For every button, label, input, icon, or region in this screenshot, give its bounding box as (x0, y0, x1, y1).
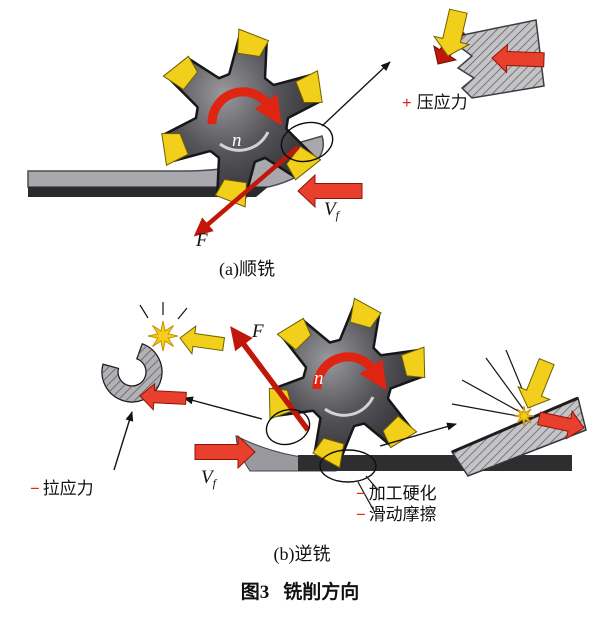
work-hardening-text: 加工硬化 (369, 484, 437, 503)
feed-label-b: Vf (201, 467, 218, 490)
sliding-friction-label: −滑动摩擦 (356, 505, 437, 524)
callout-pointer-b-right (379, 422, 457, 447)
panel-b-caption: (b)逆铣 (274, 544, 331, 565)
feed-arrow-b (194, 434, 256, 470)
tensile-stress-text: 拉应力 (43, 479, 94, 498)
milling-cutter-b (268, 297, 426, 469)
label-line-hardening (365, 475, 379, 491)
label-line-friction (357, 481, 375, 512)
feed-label-b-main: V (201, 467, 215, 488)
callout-pointer-b-left (183, 396, 263, 420)
detail-callout-circle-a (280, 121, 334, 163)
cutting-force-label-a: F (195, 230, 208, 251)
spark-rays-right (451, 349, 531, 417)
rotation-arrow-a (207, 87, 282, 126)
figure-caption-prefix: 图3 (241, 581, 270, 603)
spindle-speed-label-a: n (232, 130, 242, 151)
gear-highlight-b (324, 396, 375, 417)
detail-callout-circle-b1 (265, 408, 311, 446)
inset-b-ground-edge (451, 396, 579, 454)
spark-burst-left (147, 320, 179, 352)
sliding-friction-text: 滑动摩擦 (369, 505, 437, 524)
spindle-rotation-b (312, 352, 387, 417)
gear-highlight-a (219, 131, 270, 152)
feed-label-a: Vf (324, 199, 341, 222)
callout-pointer-a (321, 61, 391, 127)
feed-arrow-a (297, 173, 363, 209)
tensile-stress-label: −拉应力 (30, 479, 94, 498)
work-hardening-label: −加工硬化 (356, 484, 437, 503)
chip-curl-hatch (101, 343, 162, 402)
spindle-rotation-a (207, 87, 282, 152)
compressive-stress-label: + 压应力 (402, 93, 468, 112)
sliding-friction-marker: − (356, 505, 366, 524)
tensile-stress-marker: − (30, 479, 40, 498)
cutting-force-arrow-a (193, 145, 300, 237)
inset-b-left-arrows (139, 324, 226, 411)
cutting-force-arrow-b (230, 326, 311, 432)
figure-caption: 图3 铣削方向 (241, 580, 360, 603)
rotation-arrow-b (312, 352, 387, 391)
tensile-label-pointer (113, 411, 134, 471)
spark-burst-right (513, 405, 535, 427)
feed-label-b-sub: f (213, 476, 218, 490)
work-hardening-marker: − (356, 484, 366, 503)
panel-a-caption: (a)顺铣 (219, 259, 275, 280)
feed-label-a-main: V (324, 199, 338, 220)
spark-rays-left (139, 302, 188, 320)
inset-a-stress-arrows (432, 8, 545, 74)
workpiece-a-bottom-edge (28, 187, 268, 197)
spindle-speed-label-b: n (314, 368, 324, 389)
cutting-force-label-b: F (251, 321, 264, 342)
figure-caption-title: 铣削方向 (283, 580, 359, 603)
inset-b-right-arrows (517, 357, 585, 440)
compressive-stress-marker: + (402, 93, 412, 112)
compressive-stress-text: 压应力 (417, 93, 468, 112)
feed-label-a-sub: f (336, 208, 341, 222)
detail-callout-circle-b2 (319, 449, 377, 483)
